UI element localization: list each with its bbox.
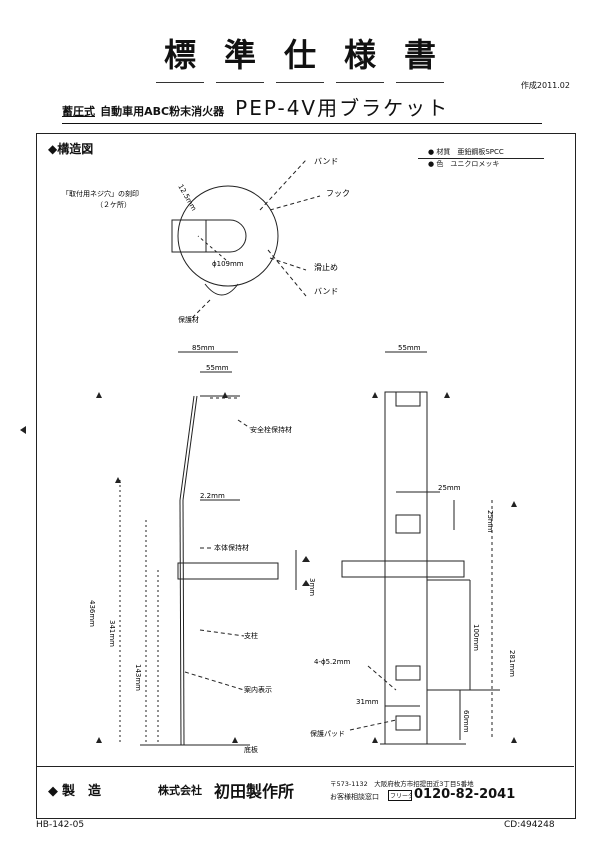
label-guide: 案内表示	[244, 685, 272, 694]
subtitle: 蓄圧式 自動車用ABC粉末消火器 PEP-4V用ブラケット	[62, 92, 542, 124]
label-safety-pin: 安全栓保持材	[250, 425, 292, 434]
label-hole-note: 「取付用ネジ穴」の刻印	[62, 189, 139, 198]
dim-front-top: 55mm	[398, 344, 421, 352]
label-pad: 保護パッド	[310, 729, 345, 738]
title-char: 標	[156, 30, 204, 83]
dim-side-mid: 341mm	[108, 620, 116, 647]
subtitle-model: PEP-4V用ブラケット	[235, 96, 450, 120]
title-char: 仕	[276, 30, 324, 83]
page-title: 標準仕様書	[0, 30, 600, 83]
title-char: 様	[336, 30, 384, 83]
creation-date: 作成2011.02	[520, 81, 570, 90]
freedial-icon: フリーダイヤル	[388, 790, 412, 801]
side-column	[179, 499, 182, 746]
label-band-bottom: バンド	[314, 287, 338, 296]
label-diameter: ϕ109mm	[212, 260, 244, 268]
dim-front-bottom: 60mm	[462, 710, 470, 733]
dim-front-holes: 31mm	[356, 698, 379, 706]
dim-front-hole-h: 25mm	[486, 510, 494, 533]
label-stopper: 滑止め	[314, 262, 338, 272]
top-view-hook	[171, 219, 207, 253]
legend-color: 色 ユニクロメッキ	[436, 160, 500, 168]
manufacturer-row	[36, 766, 574, 818]
subtitle-prefix: 蓄圧式	[62, 105, 95, 118]
diamond-icon: ◆	[48, 784, 58, 799]
company-name: 初田製作所	[214, 782, 295, 801]
dim-side-low: 143mm	[134, 664, 142, 691]
drawing-frame	[36, 133, 576, 819]
bullet-icon: ●	[428, 148, 435, 156]
structure-heading: ◆構造図	[48, 140, 93, 157]
subtitle-product: 自動車用ABC粉末消火器	[100, 105, 225, 118]
structure-label: 構造図	[57, 142, 94, 156]
dim-front-right: 281mm	[508, 650, 516, 677]
top-view-band	[177, 185, 279, 287]
top-view-protector	[204, 283, 239, 296]
mfg-heading: ◆ 製 造	[48, 780, 101, 799]
phone-number: 0120-82-2041	[414, 787, 516, 802]
dim-side-offset: 2.2mm	[200, 492, 225, 500]
product-code: CD:494248	[504, 820, 555, 830]
dim-side-total: 436mm	[88, 600, 96, 627]
label-hook: フック	[326, 189, 350, 198]
dim-front-hole-w: 25mm	[438, 484, 461, 492]
legend-divider	[418, 158, 544, 159]
dim-side-top: 85mm	[192, 344, 215, 352]
mfg-label: 製 造	[62, 784, 102, 799]
front-holder	[341, 560, 465, 578]
company-address: 〒573-1132 大阪府枚方市招提田近3丁目5番地	[330, 780, 474, 788]
label-column: 支柱	[244, 631, 258, 640]
title-char: 準	[216, 30, 264, 83]
label-protect: 保護材	[178, 315, 199, 324]
dim-front-middle: 100mm	[472, 624, 480, 651]
legend: ● 材質 亜鉛鋼板SPCC ● 色 ユニクロメッキ	[428, 146, 504, 170]
front-plate	[384, 391, 428, 745]
top-view-hook-loop	[206, 219, 247, 253]
bullet-icon: ●	[428, 160, 435, 168]
label-holes: 4-ϕ5.2mm	[314, 658, 351, 666]
side-upper-column	[179, 395, 195, 501]
label-band-top: バンド	[314, 157, 338, 166]
legend-material: 材質 亜鉛鋼板SPCC	[436, 148, 504, 156]
dim-side-thick: 3mm	[308, 578, 316, 596]
doc-number: HB-142-05	[36, 820, 85, 830]
company-prefix: 株式会社	[158, 784, 202, 797]
diamond-icon: ◆	[48, 142, 58, 156]
title-char: 書	[396, 30, 444, 83]
dim-side-top2: 55mm	[206, 364, 229, 372]
label-bottom: 底板	[244, 745, 258, 754]
label-hole-sub: （２ケ所）	[96, 200, 131, 209]
side-holder	[177, 562, 279, 580]
inquiry-label: お客様相談窓口	[330, 793, 379, 801]
label-bracket: 本体保持材	[214, 543, 249, 552]
